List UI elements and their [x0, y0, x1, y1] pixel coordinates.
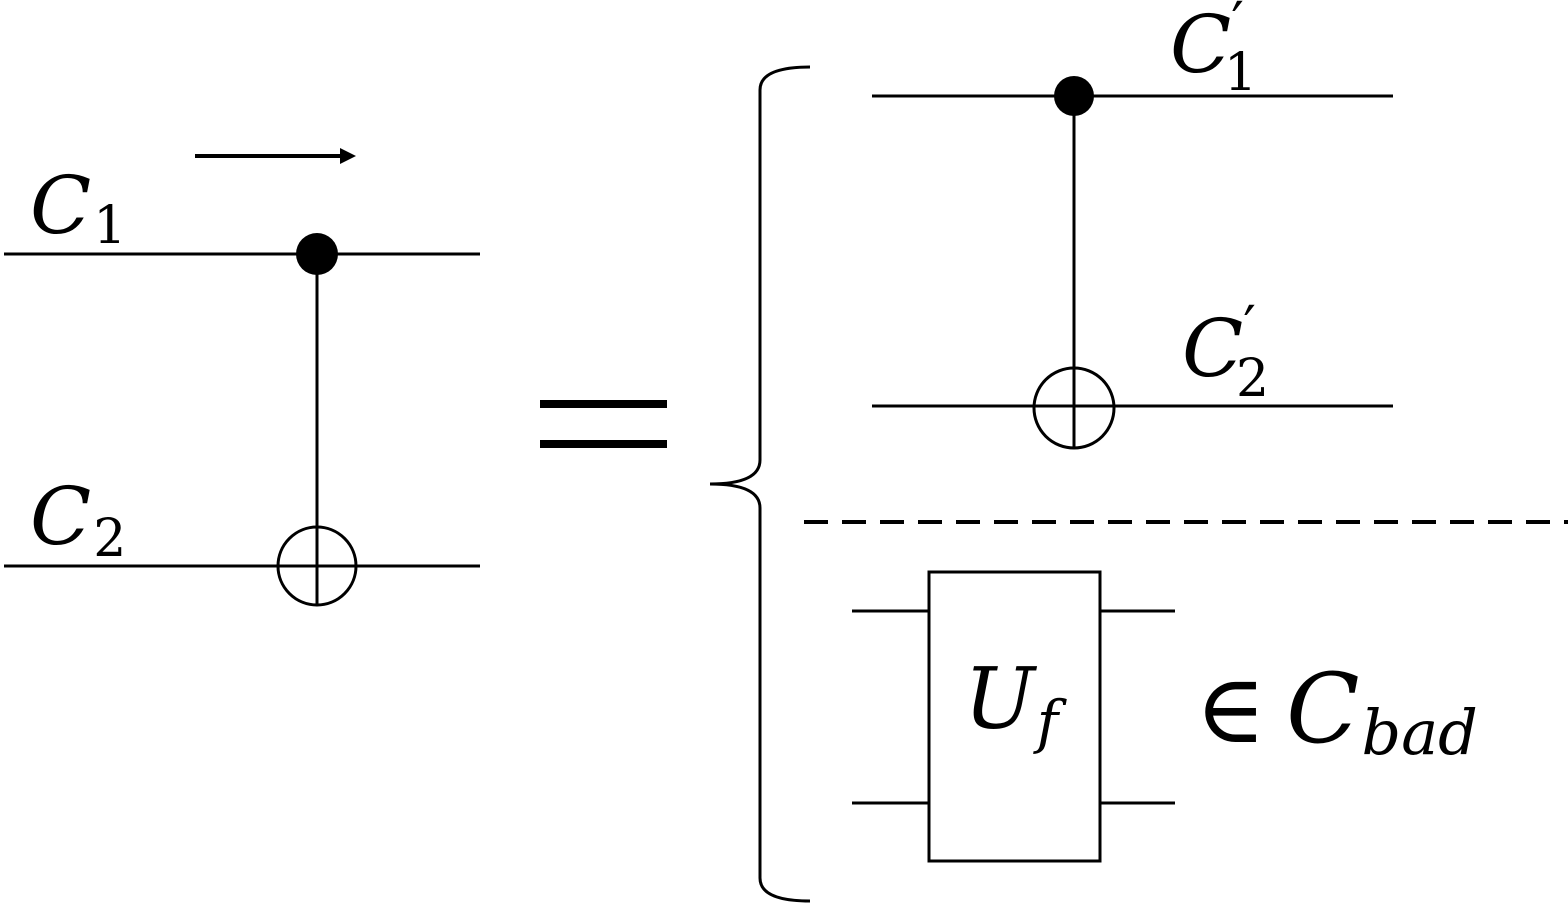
uf-gate-label-sub: f: [1033, 688, 1068, 756]
right-wire1-label-base: C: [1170, 0, 1231, 91]
left-wire2-label-sub: 2: [93, 509, 126, 569]
left-wire1-label: C1: [30, 159, 126, 256]
right-top-circuit: C′1 C′2: [872, 0, 1393, 450]
right-bottom-circuit: Uf ∈Cbad: [852, 570, 1478, 863]
uf-gate-label-base: U: [964, 650, 1038, 748]
right-cnot-control-dot: [1054, 76, 1094, 116]
left-cnot-control-dot: [296, 233, 338, 275]
left-wire1-label-sub: 1: [93, 196, 126, 256]
left-wire1-label-base: C: [30, 159, 91, 252]
right-wire2-label-prime: ′: [1243, 295, 1256, 360]
membership-set-sub: bad: [1362, 696, 1478, 769]
right-wire2-label: C′2: [1182, 295, 1269, 409]
right-wire2-label-sub: 2: [1236, 349, 1269, 409]
left-wire2-label-base: C: [30, 470, 91, 563]
left-cnot-target: [276, 525, 358, 607]
uf-gate-label: Uf: [964, 650, 1068, 756]
right-wire1-label-sub: 1: [1224, 43, 1257, 103]
uf-gate-box: [927, 570, 1102, 863]
left-curly-brace: [709, 65, 811, 903]
direction-arrow-icon: [195, 148, 356, 164]
right-wire1-label-prime: ′: [1231, 0, 1244, 56]
left-wire2-label: C2: [30, 470, 126, 569]
right-wire1-label: C′1: [1170, 0, 1257, 103]
membership-expression: ∈Cbad: [1195, 653, 1478, 769]
right-wire2-label-base: C: [1182, 302, 1243, 395]
element-of-symbol: ∈: [1195, 653, 1266, 765]
right-cnot-target: [1032, 366, 1116, 450]
left-circuit: C1 C2: [4, 148, 480, 607]
membership-set-base: C: [1286, 653, 1359, 765]
equals-sign: [540, 400, 667, 448]
